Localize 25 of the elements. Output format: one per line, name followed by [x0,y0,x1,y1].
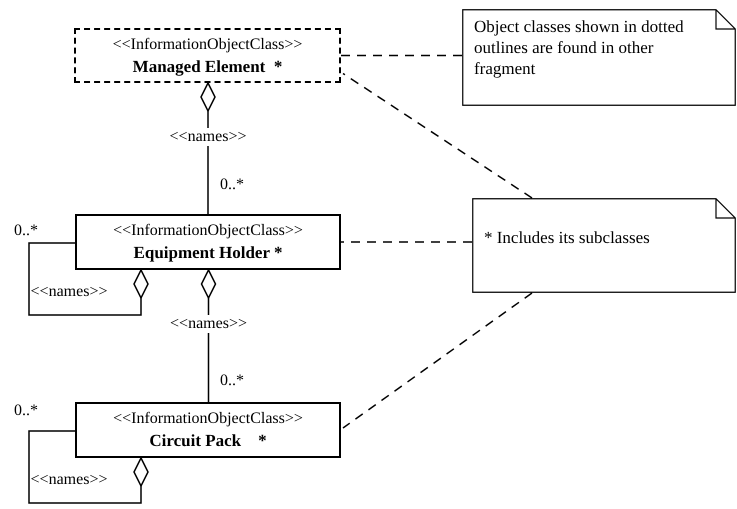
multiplicity-label: 0..* [14,222,38,240]
class-name: Circuit Pack * [149,430,267,452]
dashed-line [341,54,462,56]
stereotype-text: <<InformationObjectClass>> [112,34,302,54]
dashed-line [342,292,532,429]
edge-label: <<names>> [170,315,247,333]
multiplicity-label: 0..* [14,402,38,420]
multiplicity-label: 0..* [220,176,244,194]
class-box [75,402,341,458]
stereotype-text: <<InformationObjectClass>> [113,221,303,241]
multiplicity-label: 0..* [220,372,244,390]
class-box [74,28,341,83]
edge-label: <<names>> [170,128,246,146]
note [472,198,736,293]
aggregation-line [28,430,149,504]
class-name: Equipment Holder * [134,242,282,264]
aggregation-line [28,242,149,316]
class-box [75,214,341,270]
class-name: Managed Element * [132,56,282,78]
stereotype-text: <<InformationObjectClass>> [113,409,303,429]
dashed-line [342,72,532,199]
note [462,9,736,106]
note-text: * Includes its subclasses [484,228,651,248]
dashed-line [341,241,472,243]
note-text: Object classes shown in dotted outlines are found in other fragment [474,16,685,79]
